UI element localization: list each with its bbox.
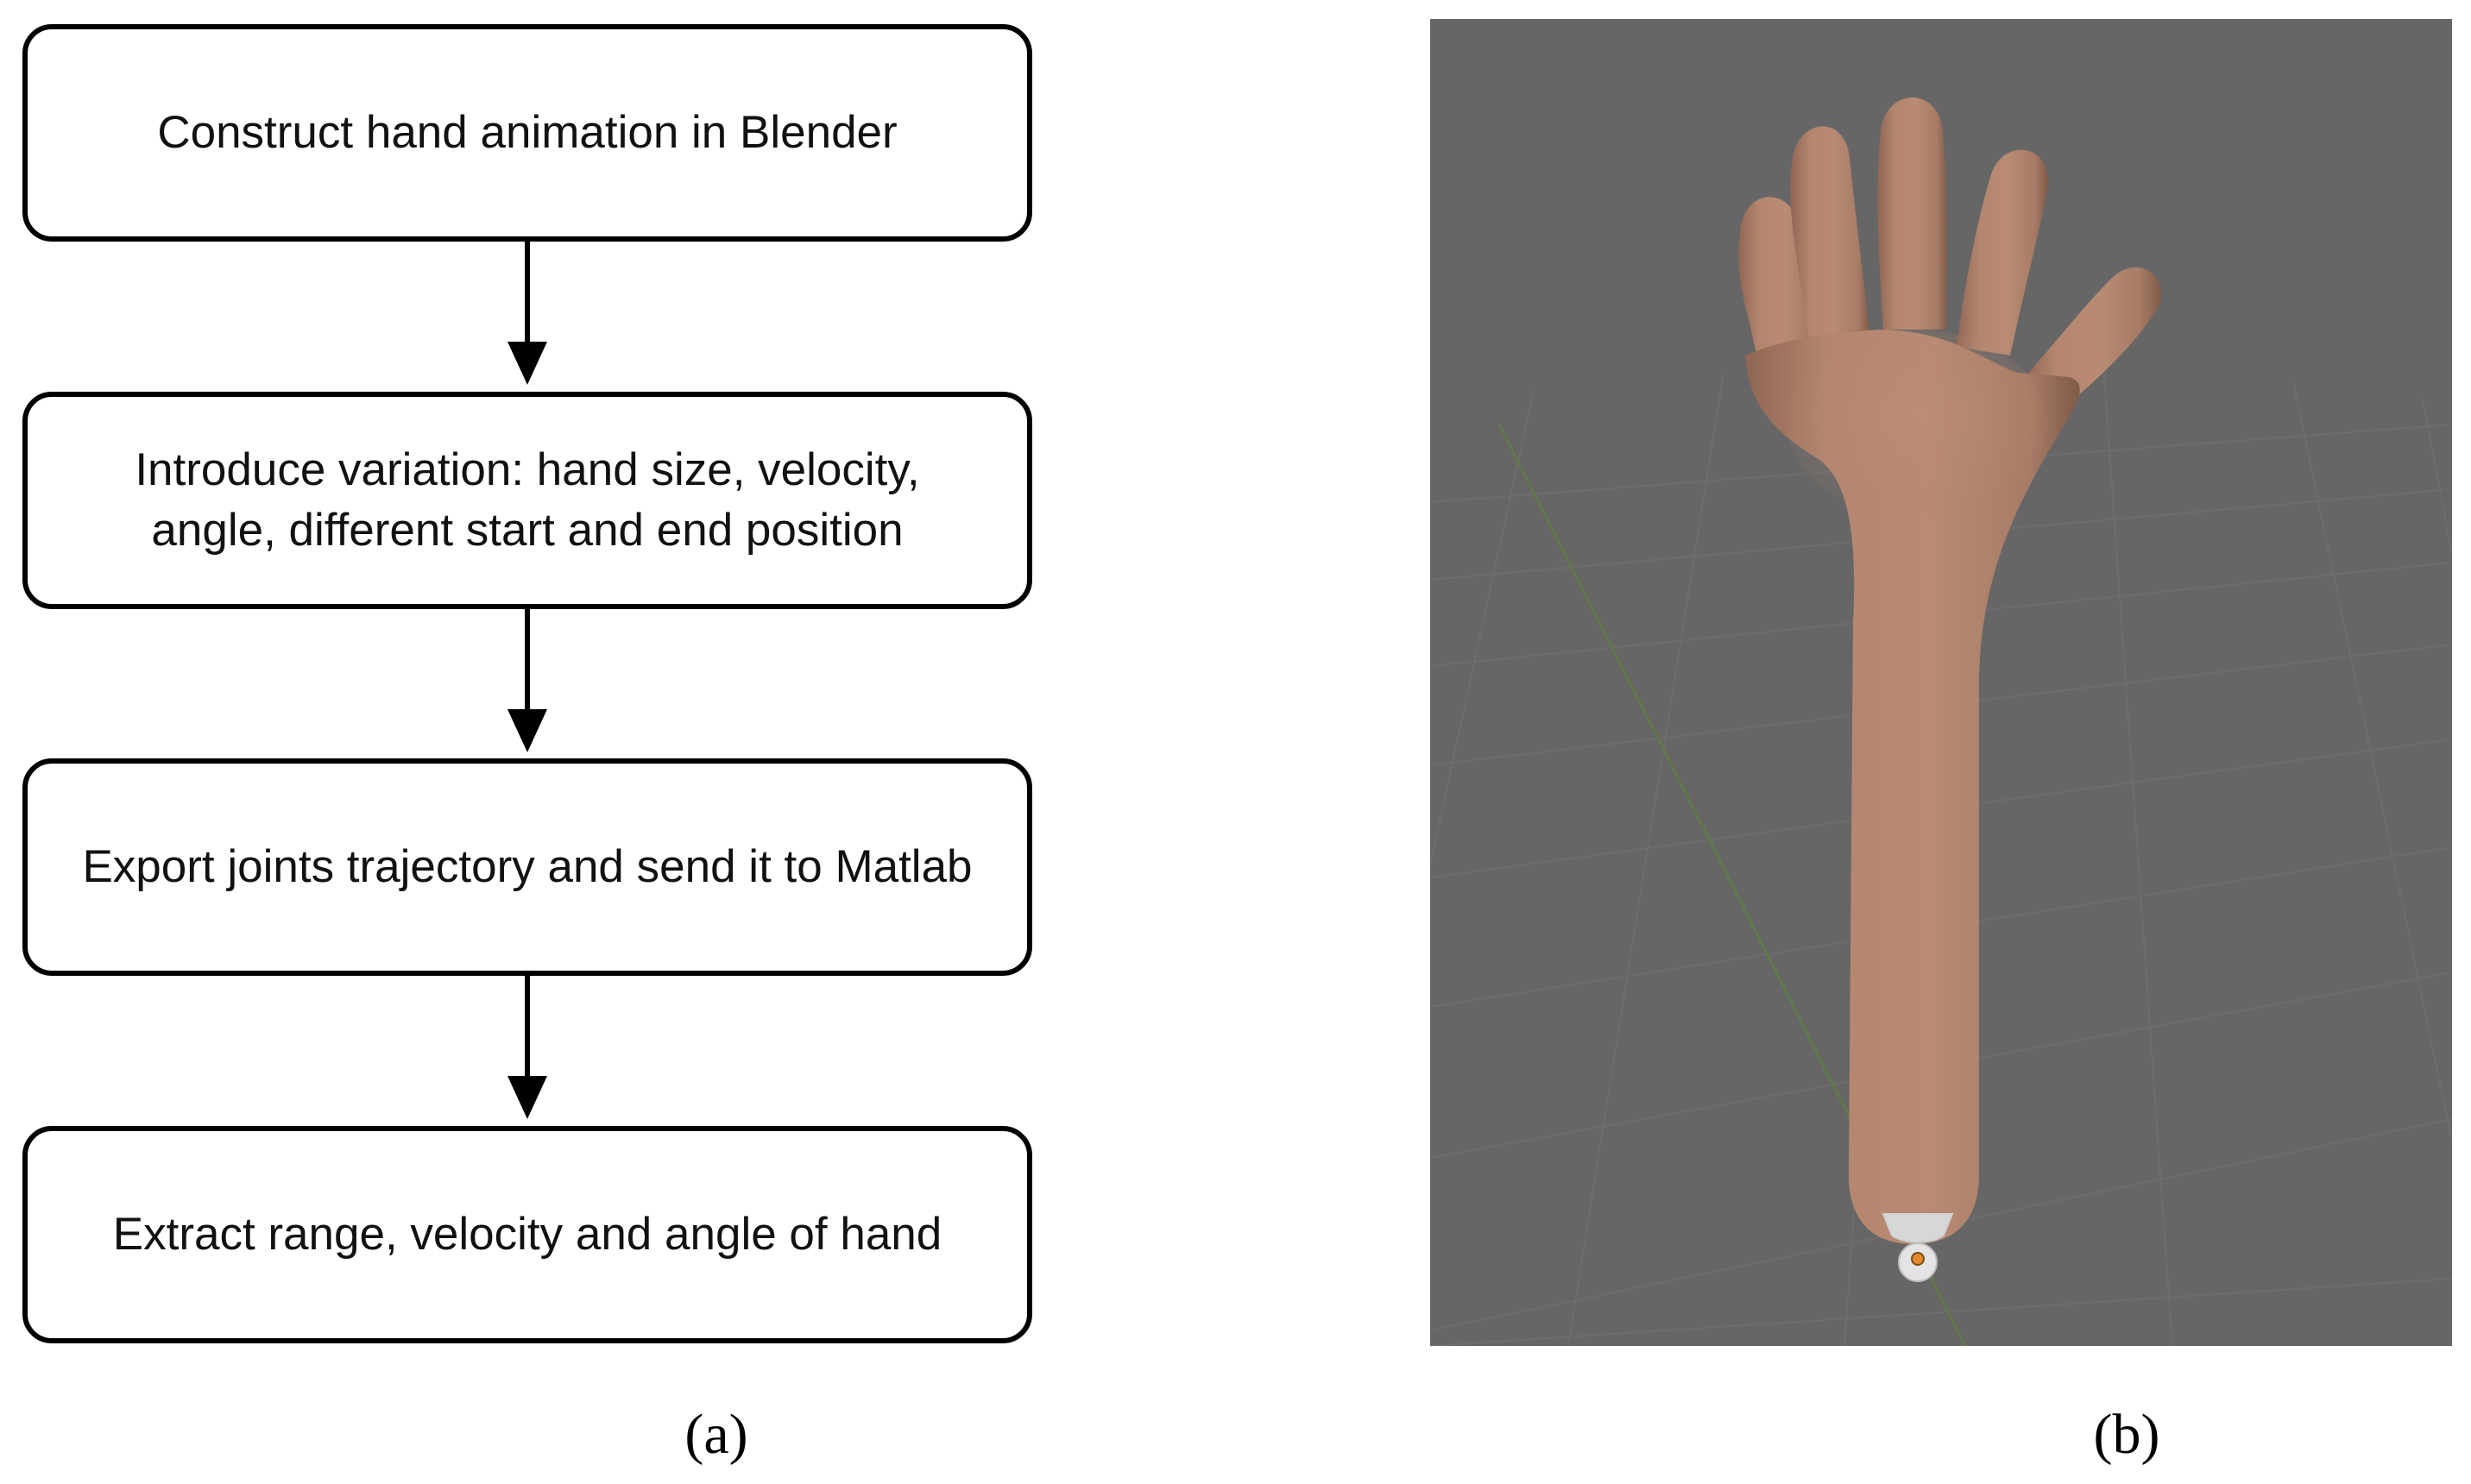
panel-label-a: (a) xyxy=(684,1403,748,1466)
hand-icon xyxy=(1738,97,2162,1244)
panel-label-b: (b) xyxy=(2093,1403,2160,1466)
wrist-cap xyxy=(1882,1213,1954,1243)
step-text: Construct hand animation in Blender xyxy=(157,107,898,158)
flowchart: Construct hand animation in Blender Intr… xyxy=(0,0,1070,1380)
hand-model-render xyxy=(1430,19,2452,1346)
step-extract-parameters: Extract range, velocity and angle of han… xyxy=(22,1126,1032,1343)
step-construct-animation: Construct hand animation in Blender xyxy=(22,24,1032,242)
step-text: Export joints trajectory and send it to … xyxy=(82,841,973,892)
step-text: Introduce variation: hand size, velocity… xyxy=(135,444,920,556)
step-export-trajectory: Export joints trajectory and send it to … xyxy=(22,758,1032,976)
origin-point-icon xyxy=(1911,1252,1925,1266)
step-introduce-variation: Introduce variation: hand size, velocity… xyxy=(22,392,1032,609)
step-text: Extract range, velocity and angle of han… xyxy=(112,1209,942,1260)
blender-viewport xyxy=(1430,19,2452,1346)
